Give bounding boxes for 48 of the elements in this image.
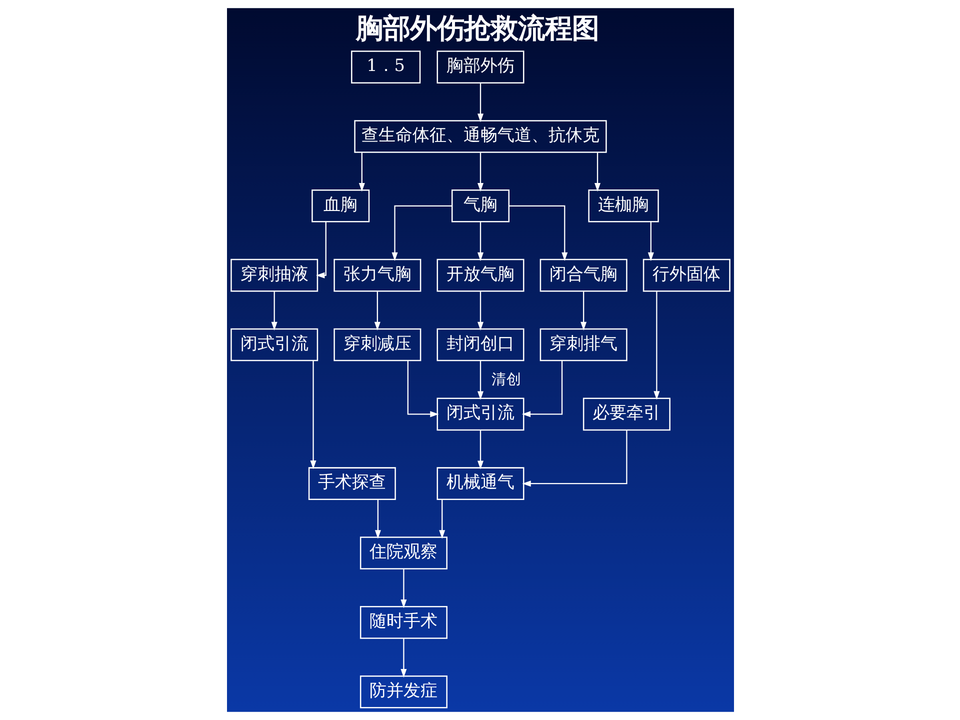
- node-box: 手术探查: [308, 467, 396, 500]
- arrow: [391, 205, 452, 261]
- edge-label: 清创: [490, 370, 521, 388]
- node-box: 封闭创口: [436, 328, 524, 362]
- node-box: 穿刺抽液: [230, 258, 318, 292]
- arrow: [594, 152, 600, 192]
- arrow: [476, 291, 484, 330]
- arrow: [374, 500, 380, 539]
- arrow: [270, 291, 277, 330]
- arrow: [647, 222, 654, 262]
- node-box: 连枷胸: [588, 190, 658, 222]
- node-box: 随时手术: [359, 606, 447, 639]
- arrow: [476, 83, 484, 122]
- node-box: 穿刺减压: [333, 328, 421, 362]
- diagram-title: 胸部外伤抢救流程图: [355, 12, 598, 44]
- arrow: [521, 360, 562, 418]
- node-box: 闭式引流: [436, 398, 524, 431]
- arrow: [406, 360, 438, 418]
- node-box: 开放气胸: [436, 258, 524, 292]
- arrow: [476, 430, 484, 470]
- node-box: 胸部外伤: [436, 50, 524, 84]
- node-box: 防并发症: [359, 675, 447, 708]
- node-box: 血胸: [311, 190, 370, 222]
- node-box: 住院观察: [359, 536, 447, 570]
- arrow: [400, 638, 406, 678]
- arrow: [310, 360, 316, 470]
- node-box: 必要牵引: [582, 398, 670, 431]
- arrow: [476, 222, 484, 262]
- arrow: [653, 291, 660, 400]
- arrow: [476, 152, 484, 192]
- arrow: [358, 152, 364, 192]
- arrow: [374, 291, 380, 330]
- node-box: 行外固体: [642, 258, 730, 292]
- arrow: [508, 205, 568, 261]
- arrow: [580, 291, 586, 330]
- arrow: [476, 360, 484, 400]
- node-box: 穿刺排气: [539, 328, 627, 362]
- node-box: 机械通气: [436, 467, 524, 500]
- node-box: 气胸: [450, 190, 510, 222]
- arrow: [522, 430, 627, 487]
- arrow: [316, 222, 326, 278]
- node-box: 闭式引流: [230, 328, 318, 362]
- arrow: [438, 500, 445, 539]
- node-box: 1．5: [350, 50, 420, 84]
- node-box: 闭合气胸: [539, 258, 627, 292]
- node-box: 张力气胸: [333, 258, 421, 292]
- node-box: 查生命体征、通畅气道、抗休克: [354, 120, 606, 153]
- arrow: [400, 569, 406, 608]
